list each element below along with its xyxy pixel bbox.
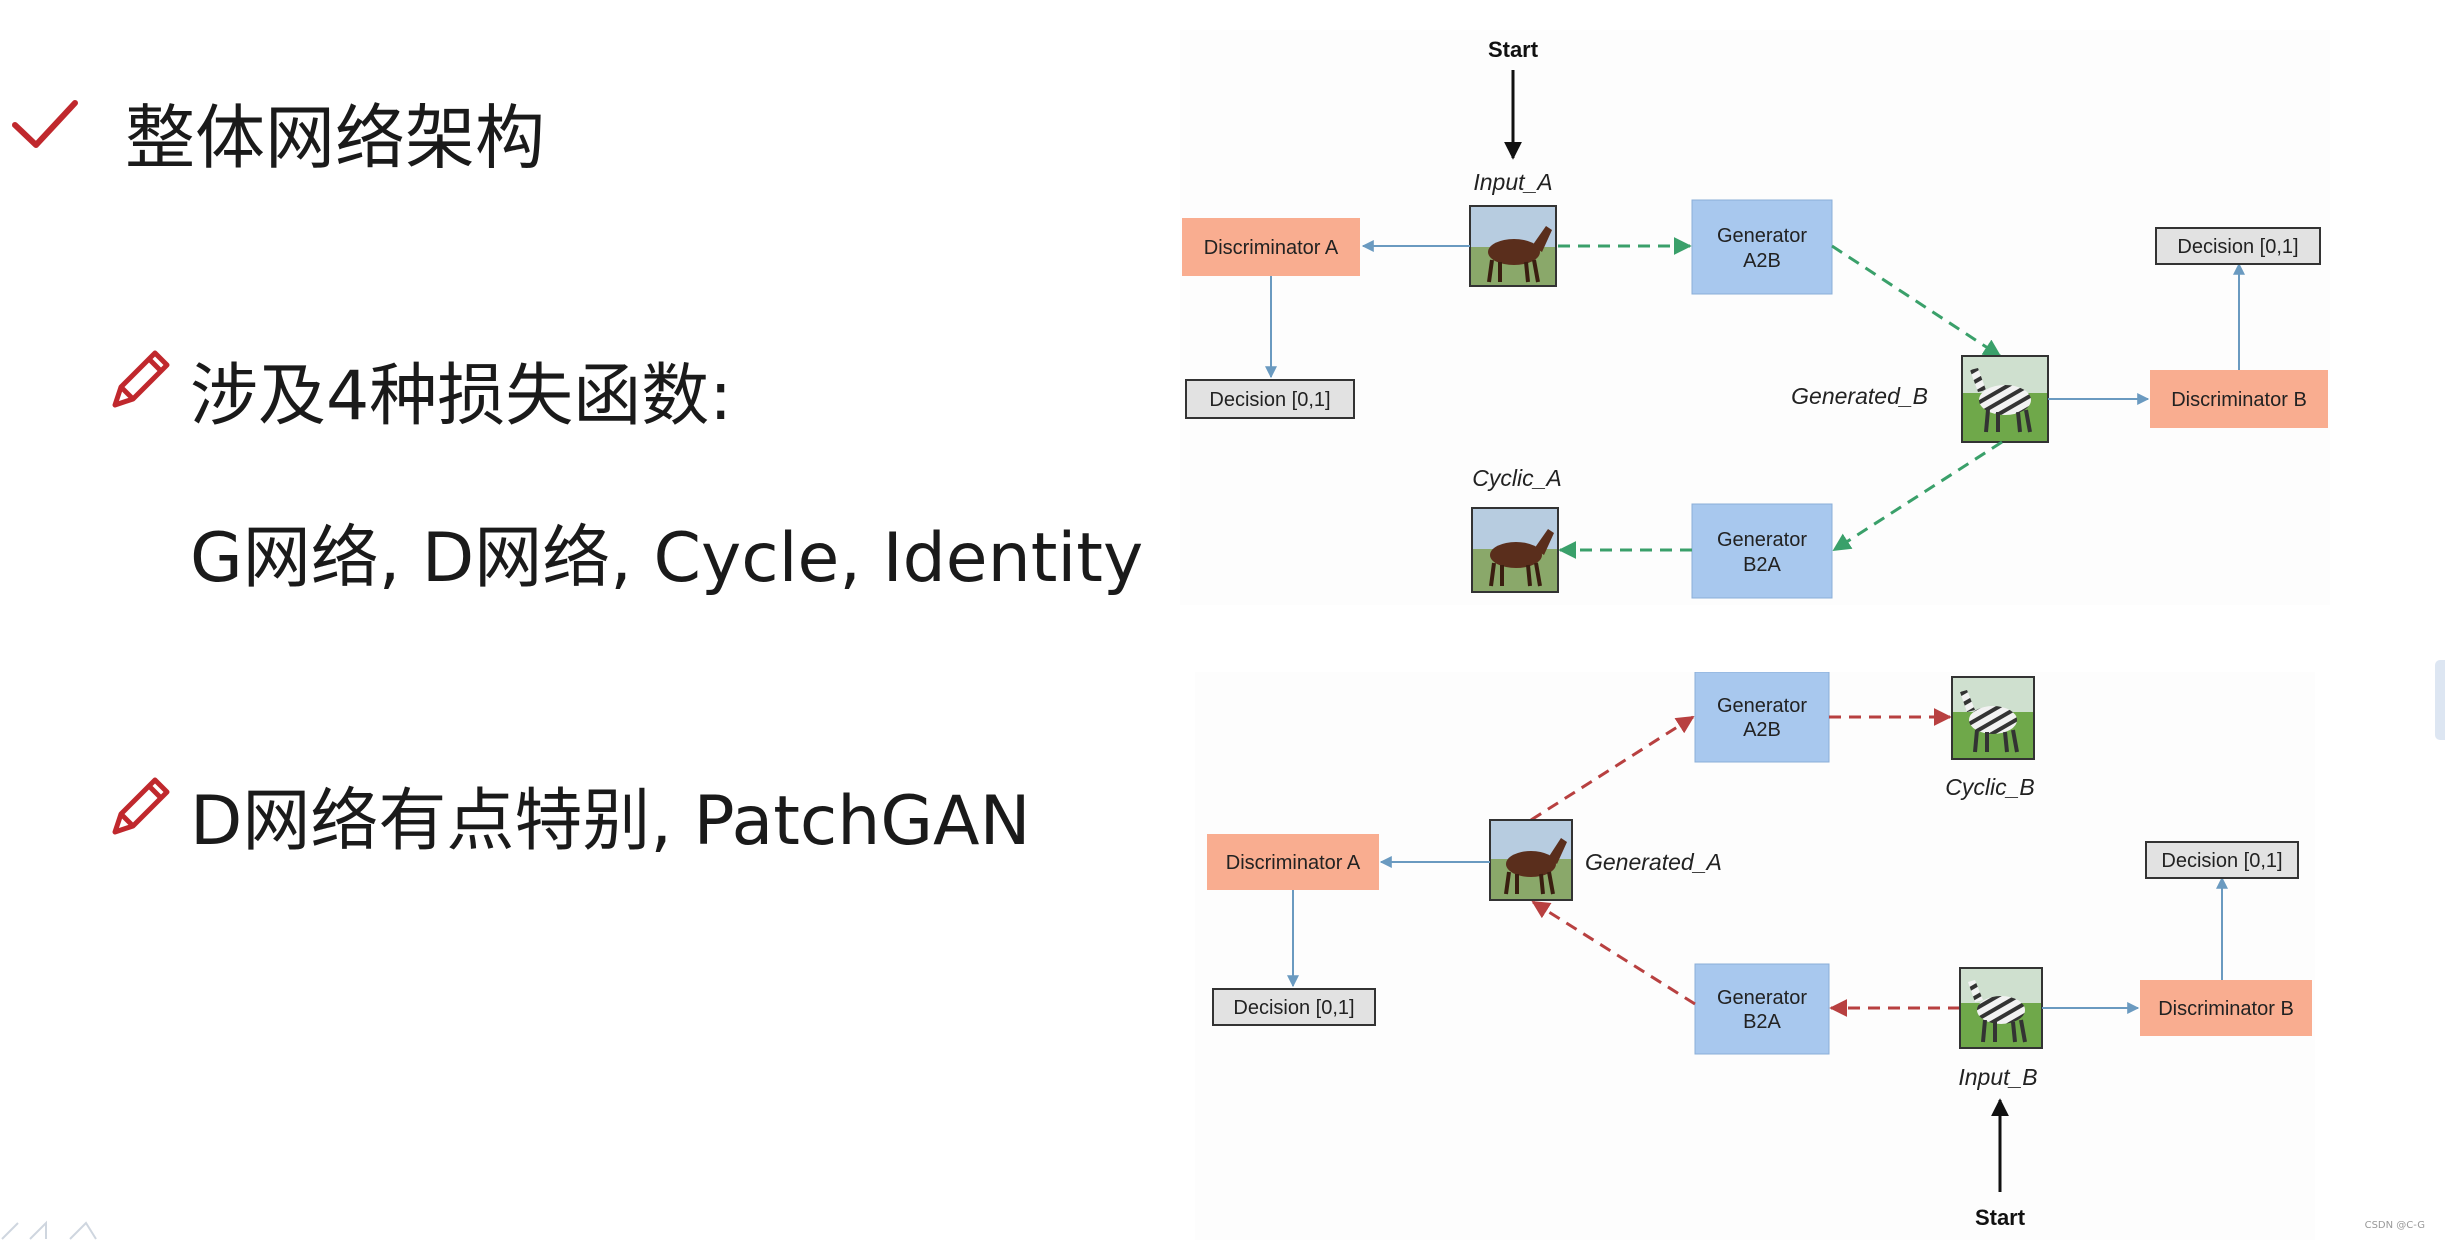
cyclic-a-label: Cyclic_A [1472, 465, 1561, 491]
input-b-label: Input_B [1958, 1064, 2037, 1090]
generated-a-label: Generated_A [1585, 849, 1722, 875]
decision-a-box [1185, 379, 1355, 419]
decision-b-box [2155, 227, 2321, 265]
discriminator-b-box [2150, 370, 2328, 428]
generator-a2b-label-1: Generator [1717, 225, 1807, 247]
generator-b2a-label-2: B2A [1743, 1011, 1781, 1033]
discriminator-b-label: Discriminator B [2171, 389, 2307, 411]
decision-a-label: Decision [0,1] [1233, 997, 1354, 1019]
decision-a-box [1212, 988, 1376, 1026]
zebra-image-generated-b [1961, 355, 2049, 443]
generator-b2a-box [1694, 963, 1830, 1055]
cyclic-b-label: Cyclic_B [1945, 774, 2034, 800]
generator-b2a-label-1: Generator [1717, 529, 1807, 551]
discriminator-a-box [1182, 218, 1360, 276]
discriminator-a-label: Discriminator A [1226, 852, 1361, 874]
horse-image-cyclic-a [1471, 507, 1559, 593]
generated-a-to-generator-a2b-arrow [1530, 715, 1695, 822]
bullet-patchgan: D网络有点特别, PatchGAN [190, 782, 1031, 861]
generator-a2b-box [1694, 672, 1830, 763]
start-label: Start [1488, 37, 1539, 62]
discriminator-a-box [1207, 834, 1379, 890]
generator-b2a-box [1691, 503, 1833, 599]
decision-b-box [2145, 841, 2299, 879]
generator-a2b-label-2: A2B [1743, 250, 1781, 272]
zebra-image-cyclic-b [1951, 676, 2035, 760]
generator-b2a-label-1: Generator [1717, 987, 1807, 1009]
pencil-icon [112, 350, 170, 408]
horse-image-input-a [1469, 205, 1557, 287]
checkmark-icon [12, 100, 78, 148]
generator-a2b-label-2: A2B [1743, 719, 1781, 741]
generator-a2b-label-1: Generator [1717, 695, 1807, 717]
generated-b-to-generator-b2a-arrow [1832, 440, 2003, 552]
cycle-diagram-a: Start Input_A Discriminator A Decision [… [1180, 30, 2330, 605]
pencil-icon [112, 777, 170, 835]
discriminator-b-box [2140, 980, 2312, 1036]
decision-a-label: Decision [0,1] [1209, 389, 1330, 411]
generated-b-label: Generated_B [1791, 383, 1928, 409]
horse-image-generated-a [1489, 819, 1573, 901]
decision-b-label: Decision [0,1] [2177, 236, 2298, 258]
decision-b-label: Decision [0,1] [2161, 850, 2282, 872]
bullet-loss-list: G网络, D网络, Cycle, Identity [190, 519, 1144, 598]
page-title: 整体网络架构 [125, 97, 545, 179]
generator-b2a-label-2: B2A [1743, 554, 1781, 576]
generator-a2b-box [1691, 199, 1833, 295]
zebra-image-input-b [1959, 967, 2043, 1049]
discriminator-a-label: Discriminator A [1204, 237, 1339, 259]
input-a-label: Input_A [1473, 169, 1552, 195]
side-panel-tab[interactable] [2435, 660, 2445, 740]
slide-corner-decoration [1, 1220, 97, 1240]
bullet-loss-functions: 涉及4种损失函数: [190, 357, 733, 436]
generator-b2a-to-generated-a-arrow [1531, 900, 1696, 1006]
generator-a2b-to-generated-b-arrow [1831, 244, 2002, 358]
diagram-background [1195, 672, 2315, 1240]
watermark: CSDN @C-G [2364, 1220, 2425, 1231]
cycle-diagram-b: Generator A2B Cyclic_B Generated_A Discr… [1195, 672, 2315, 1240]
start-label: Start [1975, 1205, 2026, 1230]
discriminator-b-label: Discriminator B [2158, 998, 2294, 1020]
